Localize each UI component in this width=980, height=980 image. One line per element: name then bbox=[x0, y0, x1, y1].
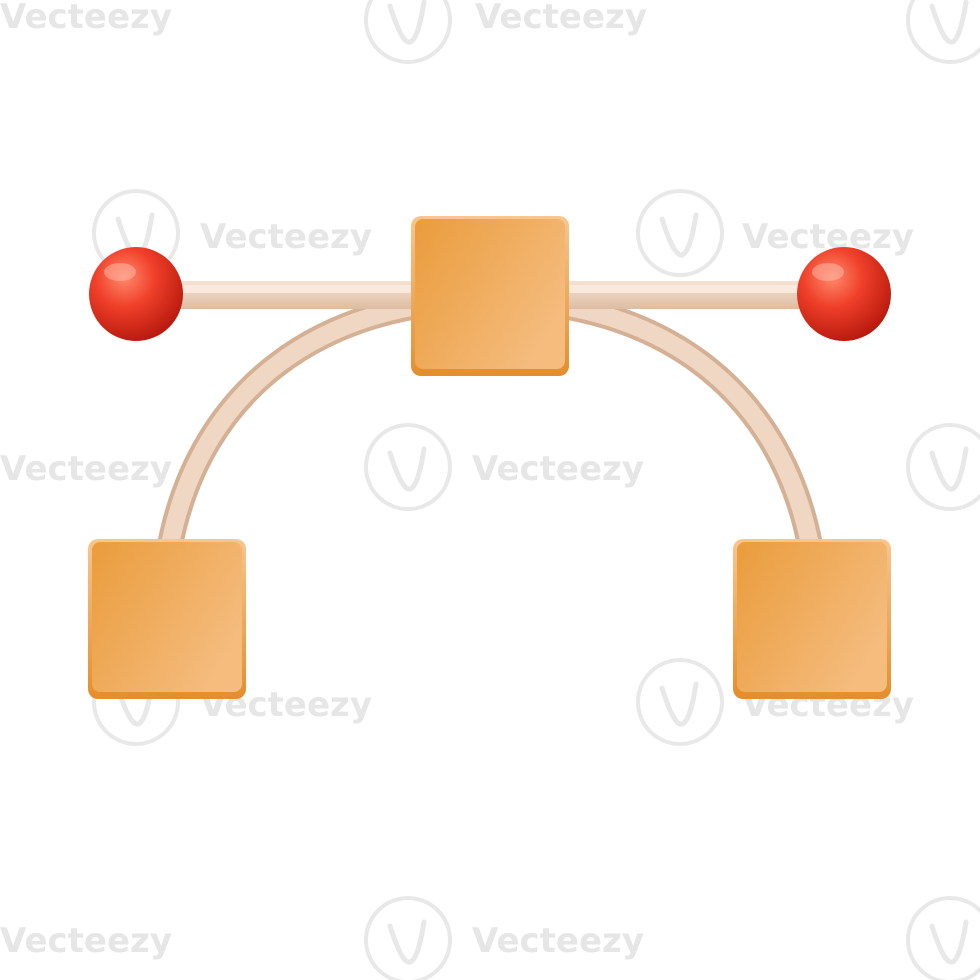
anchor-point-left[interactable] bbox=[88, 539, 246, 699]
watermark-logo-icon bbox=[908, 0, 980, 62]
anchor-square-icon bbox=[415, 219, 565, 369]
control-handle-right[interactable] bbox=[797, 247, 891, 341]
watermark-text: Vecteezy bbox=[200, 217, 372, 257]
watermark-logo-icon bbox=[908, 898, 980, 980]
watermark-logo-icon bbox=[908, 425, 980, 509]
anchor-square-icon bbox=[737, 542, 887, 692]
anchor-square-icon bbox=[92, 542, 242, 692]
anchor-point-top[interactable] bbox=[411, 216, 569, 376]
watermark-logo-icon bbox=[366, 0, 450, 62]
anchor-point-right[interactable] bbox=[733, 539, 891, 699]
watermark-logo-icon bbox=[638, 191, 722, 275]
handle-ball-icon bbox=[89, 247, 183, 341]
watermark-logo-icon bbox=[638, 660, 722, 744]
watermark-text: Vecteezy bbox=[475, 0, 647, 37]
watermark-text: Vecteezy bbox=[0, 449, 172, 489]
watermark-text: Vecteezy bbox=[0, 921, 172, 961]
watermark-text: Vecteezy bbox=[472, 921, 644, 961]
handle-ball-icon bbox=[797, 247, 891, 341]
control-handle-left[interactable] bbox=[89, 247, 183, 341]
watermark-text: Vecteezy bbox=[472, 449, 644, 489]
watermark-text: Vecteezy bbox=[0, 0, 172, 37]
watermark-logo-icon bbox=[366, 425, 450, 509]
watermark-logo-icon bbox=[366, 898, 450, 980]
